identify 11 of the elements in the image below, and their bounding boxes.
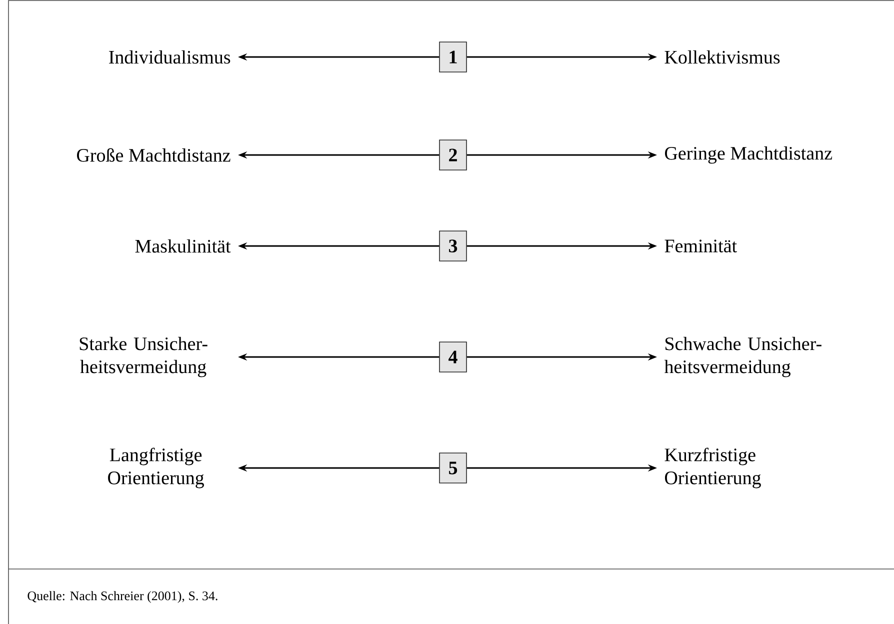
pole-label: Individualismus <box>109 50 230 64</box>
pole-label: Feminität <box>664 240 737 252</box>
pole-label: Kurzfristige Orientierung <box>664 448 761 488</box>
pole-label: Starke Unsicher- heitsvermeidung <box>80 336 208 378</box>
pole-label: Kollektivismus <box>664 50 780 64</box>
source-note: Quelle: Nach Schreier (2001), S. 34. <box>28 591 218 603</box>
pole-label: Schwache Unsicher- heitsvermeidung <box>664 336 822 378</box>
pole-label: Maskulinität <box>135 239 231 253</box>
pole-label: Langfristige Orientierung <box>108 448 204 488</box>
pole-label: Geringe Machtdistanz <box>665 146 832 164</box>
pole-label: Große Machtdistanz <box>77 148 230 162</box>
